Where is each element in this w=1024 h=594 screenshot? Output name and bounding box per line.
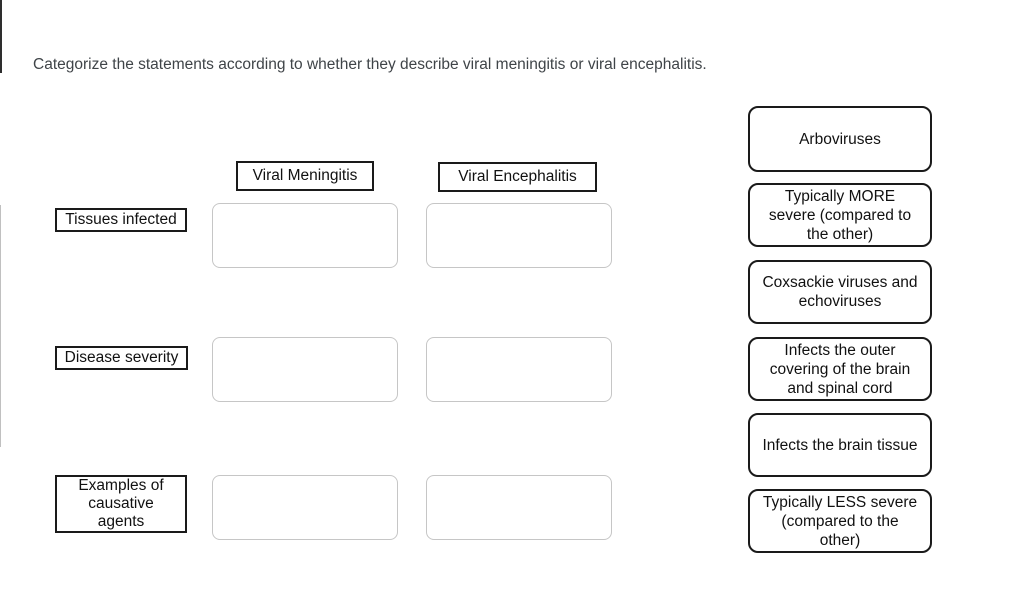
answer-card-less-severe[interactable]: Typically LESS severe (compared to the o…: [748, 489, 932, 553]
row-label-tissues-infected: Tissues infected: [55, 208, 187, 232]
answer-card-coxsackie-echoviruses[interactable]: Coxsackie viruses and echoviruses: [748, 260, 932, 324]
row-label-disease-severity: Disease severity: [55, 346, 188, 370]
drop-zone-agents-meningitis[interactable]: [212, 475, 398, 540]
left-edge-line-middle: [0, 205, 1, 447]
answer-card-arboviruses[interactable]: Arboviruses: [748, 106, 932, 172]
answer-card-infects-brain-tissue[interactable]: Infects the brain tissue: [748, 413, 932, 477]
column-header-viral-meningitis: Viral Meningitis: [236, 161, 374, 191]
answer-card-infects-outer-covering[interactable]: Infects the outer covering of the brain …: [748, 337, 932, 401]
drop-zone-tissues-meningitis[interactable]: [212, 203, 398, 268]
drop-zone-agents-encephalitis[interactable]: [426, 475, 612, 540]
row-label-examples-of-causative-agents: Examples of causative agents: [55, 475, 187, 533]
drop-zone-severity-meningitis[interactable]: [212, 337, 398, 402]
drop-zone-severity-encephalitis[interactable]: [426, 337, 612, 402]
drop-zone-tissues-encephalitis[interactable]: [426, 203, 612, 268]
left-edge-line-top: [0, 0, 2, 73]
column-header-viral-encephalitis: Viral Encephalitis: [438, 162, 597, 192]
answer-card-more-severe[interactable]: Typically MORE severe (compared to the o…: [748, 183, 932, 247]
question-prompt: Categorize the statements according to w…: [33, 56, 707, 73]
